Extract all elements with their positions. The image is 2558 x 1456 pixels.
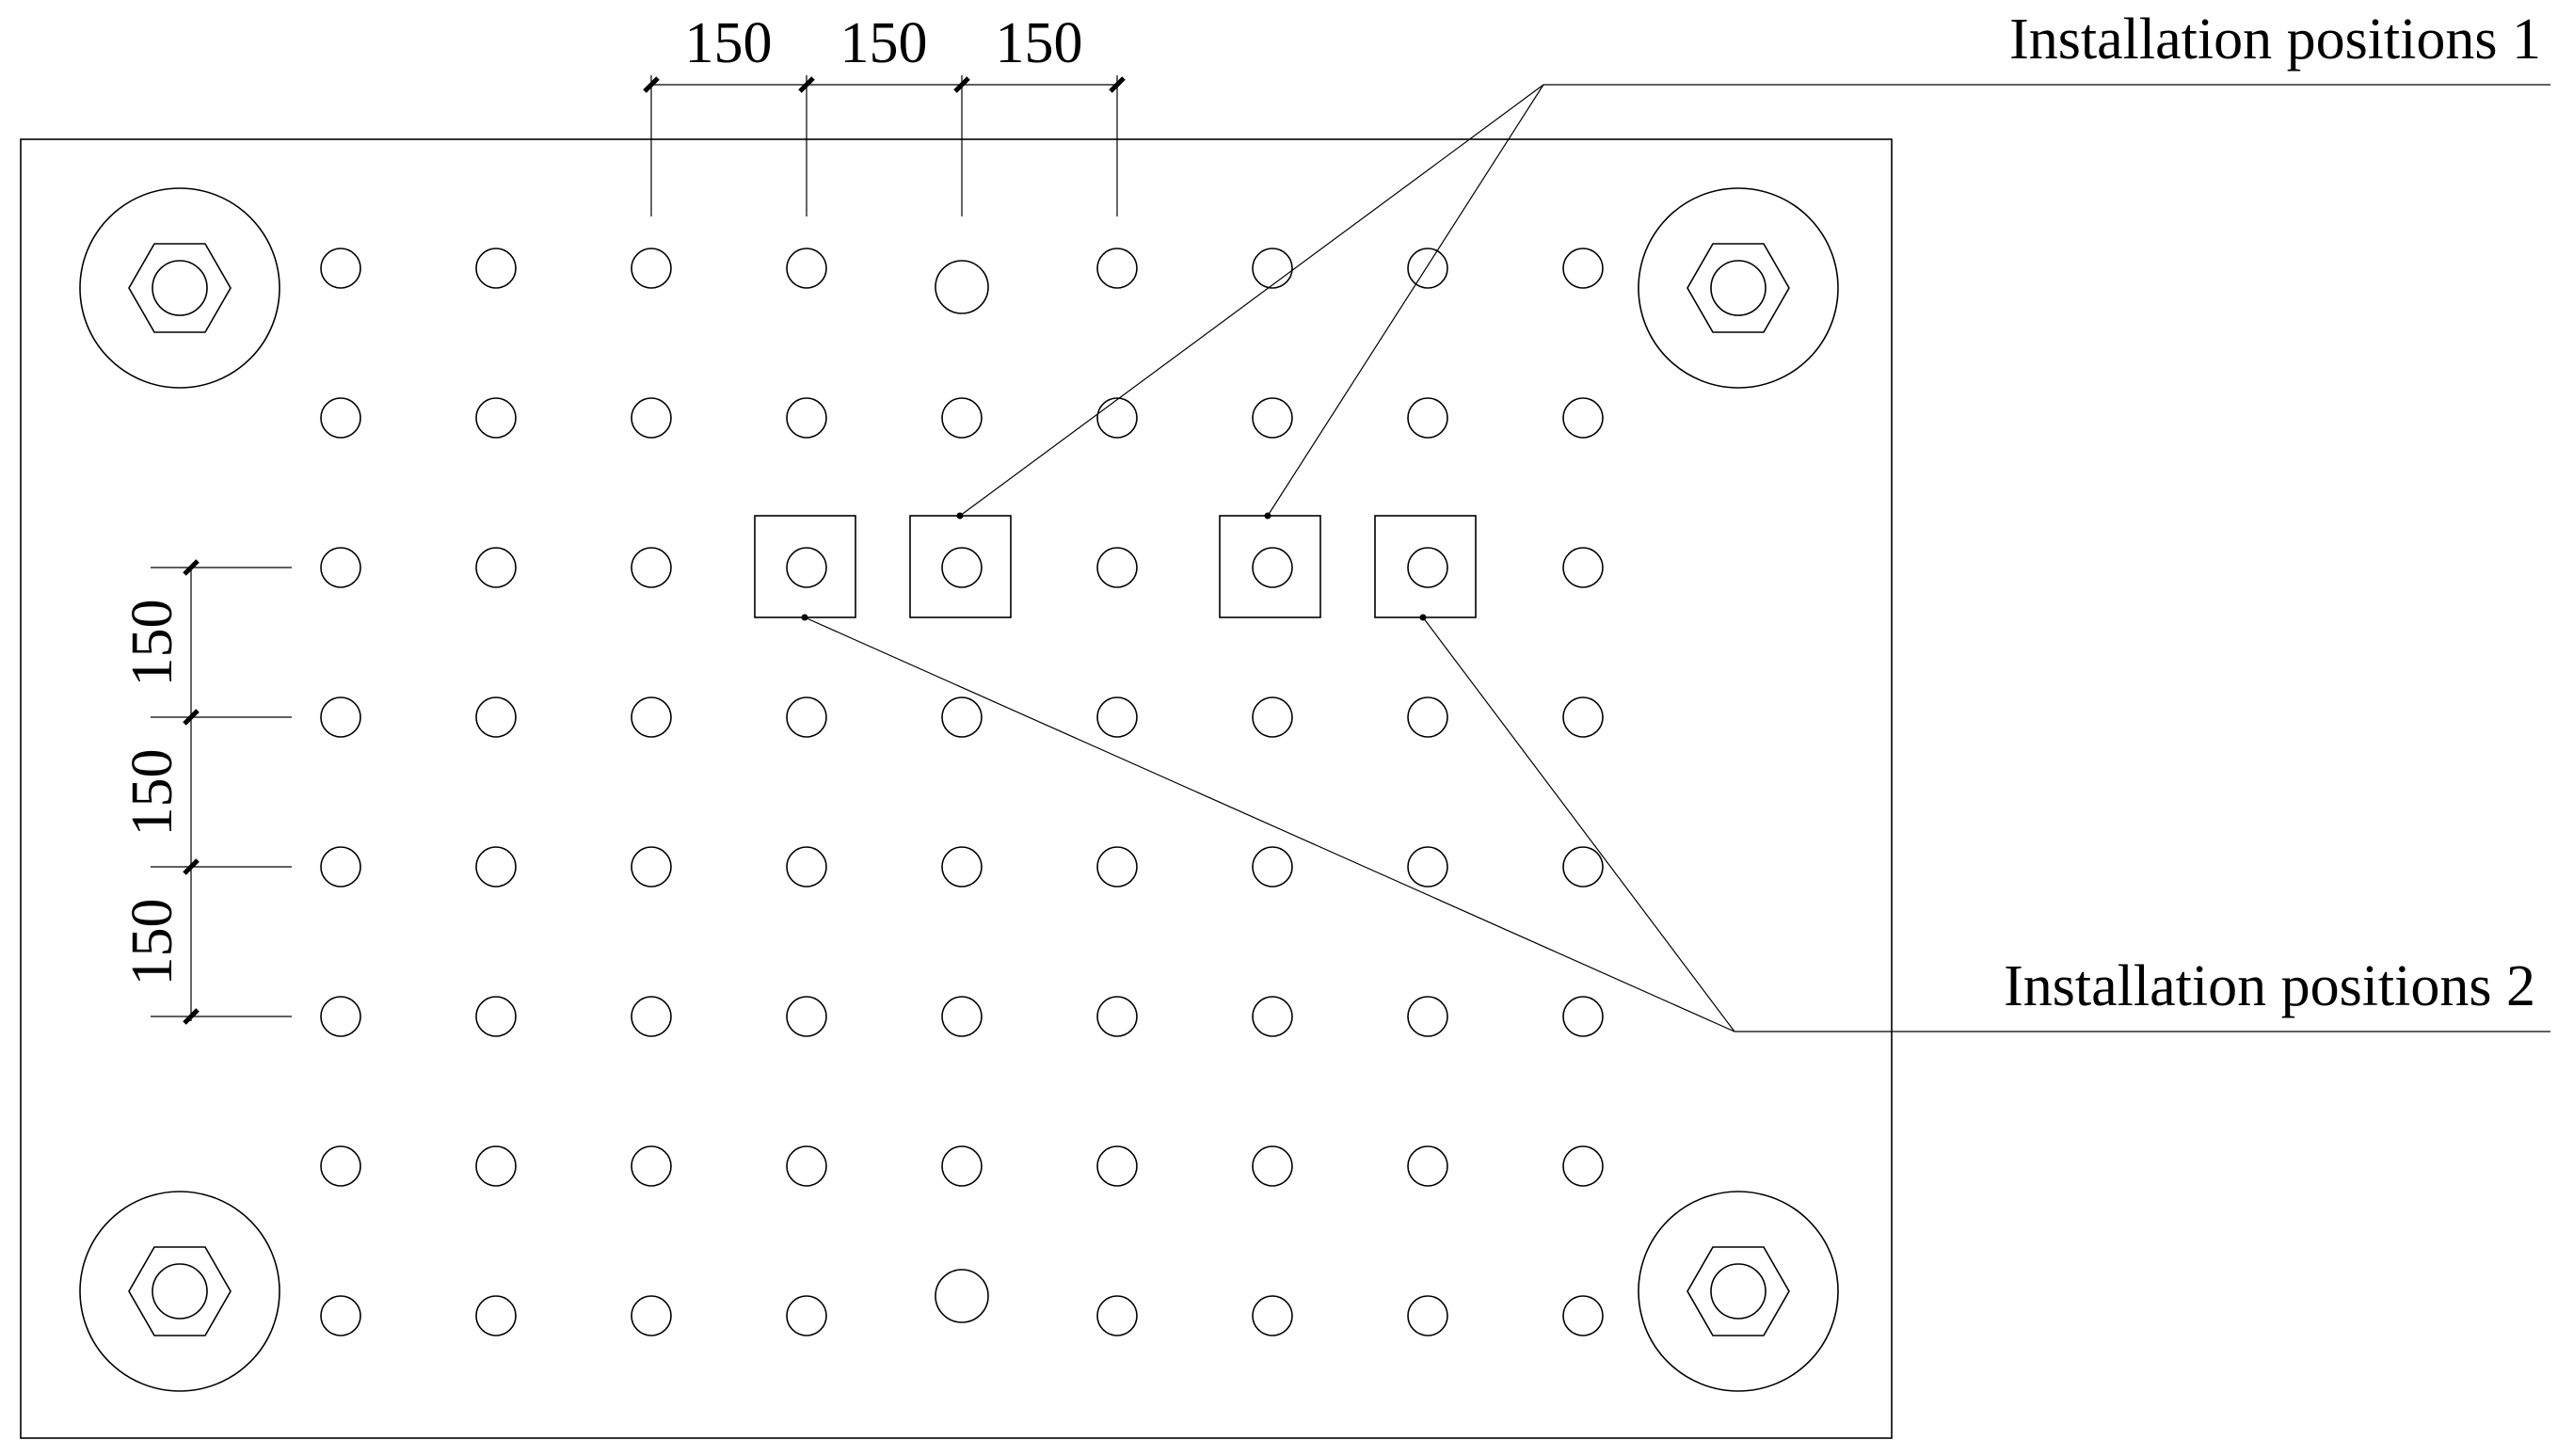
dimension-chain-top: 150 150 150 (643, 11, 1126, 216)
grid-hole (1407, 547, 1448, 588)
grid-hole (631, 248, 672, 289)
dimension-chain-left: 150 150 150 (120, 559, 292, 1025)
grid-hole (320, 1295, 361, 1336)
dimension-top-2: 150 (840, 11, 928, 75)
grid-hole (786, 1295, 827, 1336)
grid-hole (1562, 846, 1604, 888)
plate-outline (20, 138, 1893, 1439)
grid-hole (631, 846, 672, 888)
grid-hole (935, 1269, 989, 1323)
grid-hole (1252, 1145, 1293, 1187)
grid-hole (941, 1145, 983, 1187)
grid-hole (1562, 1145, 1604, 1187)
dimension-left-3: 150 (120, 899, 184, 986)
grid-hole (475, 1295, 517, 1336)
grid-hole (786, 1145, 827, 1187)
grid-hole (1252, 397, 1293, 439)
grid-hole (786, 846, 827, 888)
grid-hole (1407, 696, 1448, 738)
dimension-left-2: 150 (120, 749, 184, 837)
grid-hole (631, 547, 672, 588)
grid-hole (320, 696, 361, 738)
grid-hole (1096, 1295, 1138, 1336)
grid-hole (1252, 248, 1293, 289)
grid-hole (786, 696, 827, 738)
label-installation-positions-2: Installation positions 2 (2004, 954, 2535, 1018)
grid-hole (1096, 696, 1138, 738)
grid-hole (1407, 846, 1448, 888)
install-frame-c (1219, 515, 1321, 618)
grid-hole (631, 1295, 672, 1336)
install-frame-a (754, 515, 856, 618)
grid-hole (1562, 996, 1604, 1037)
grid-hole (1562, 1295, 1604, 1336)
grid-hole (786, 996, 827, 1037)
label-installation-positions-1: Installation positions 1 (2009, 8, 2541, 72)
corner-bolt-top-left (79, 187, 280, 389)
grid-hole (1407, 248, 1448, 289)
grid-hole (1252, 696, 1293, 738)
grid-hole (1096, 397, 1138, 439)
grid-hole (941, 846, 983, 888)
grid-hole (631, 397, 672, 439)
leader-install-2 (801, 614, 2550, 1032)
grid-hole (475, 846, 517, 888)
corner-bolt-top-right (1638, 187, 1839, 389)
grid-hole (320, 547, 361, 588)
grid-hole (1407, 1295, 1448, 1336)
grid-hole (1096, 248, 1138, 289)
grid-hole (941, 696, 983, 738)
grid-hole (935, 260, 989, 314)
grid-hole (1407, 996, 1448, 1037)
grid-hole (1096, 547, 1138, 588)
grid-hole (1252, 1295, 1293, 1336)
corner-bolt-bottom-right (1638, 1191, 1839, 1392)
grid-hole (1252, 996, 1293, 1037)
grid-hole (475, 996, 517, 1037)
grid-hole (1407, 1145, 1448, 1187)
dimension-top-1: 150 (685, 11, 773, 75)
grid-hole (1562, 248, 1604, 289)
grid-hole (1407, 397, 1448, 439)
dimension-left-1: 150 (120, 600, 184, 687)
grid-hole (320, 1145, 361, 1187)
grid-hole (941, 397, 983, 439)
dimension-top-3: 150 (996, 11, 1083, 75)
grid-hole (320, 996, 361, 1037)
grid-hole (1096, 1145, 1138, 1187)
grid-hole (475, 248, 517, 289)
grid-hole (941, 547, 983, 588)
grid-hole (1096, 846, 1138, 888)
grid-hole (320, 248, 361, 289)
grid-hole (320, 397, 361, 439)
grid-hole (475, 1145, 517, 1187)
grid-hole (1562, 547, 1604, 588)
grid-hole (1252, 846, 1293, 888)
grid-hole (475, 547, 517, 588)
leader-install-1 (956, 84, 2550, 520)
grid-hole (631, 996, 672, 1037)
hole-grid (320, 248, 1604, 1336)
install-frame-b (909, 515, 1012, 618)
grid-hole (475, 696, 517, 738)
corner-bolt-bottom-left (79, 1191, 280, 1392)
grid-hole (1252, 547, 1293, 588)
grid-hole (786, 547, 827, 588)
grid-hole (475, 397, 517, 439)
grid-hole (1562, 397, 1604, 439)
grid-hole (1096, 996, 1138, 1037)
grid-hole (631, 1145, 672, 1187)
grid-hole (320, 846, 361, 888)
grid-hole (1562, 696, 1604, 738)
grid-hole (786, 397, 827, 439)
install-frame-d (1374, 515, 1477, 618)
grid-hole (631, 696, 672, 738)
grid-hole (786, 248, 827, 289)
grid-hole (941, 996, 983, 1037)
